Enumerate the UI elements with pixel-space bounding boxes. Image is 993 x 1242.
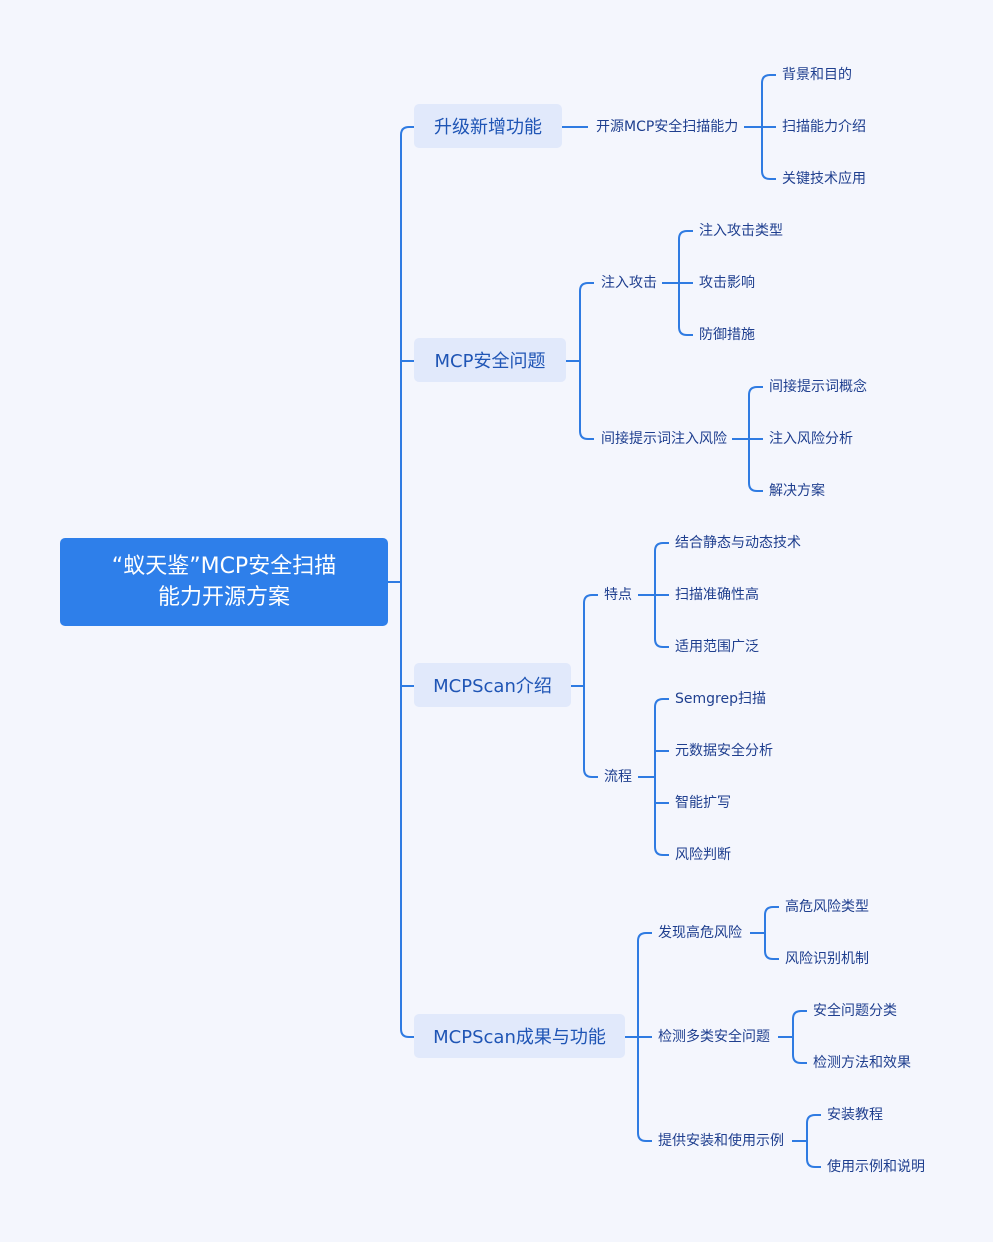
leaf-attack-impact[interactable]: 攻击影响 bbox=[699, 275, 755, 291]
topic-mcp-security-issues[interactable]: MCP安全问题 bbox=[414, 338, 566, 382]
topic-mcpscan-intro[interactable]: MCPScan介绍 bbox=[414, 663, 571, 707]
leaf-injection-risk-analysis[interactable]: 注入风险分析 bbox=[769, 431, 853, 447]
topic-upgrade-features[interactable]: 升级新增功能 bbox=[414, 104, 562, 148]
leaf-detection-methods[interactable]: 检测方法和效果 bbox=[813, 1055, 911, 1071]
leaf-defense-measures[interactable]: 防御措施 bbox=[699, 327, 755, 343]
leaf-metadata-analysis[interactable]: 元数据安全分析 bbox=[675, 743, 773, 759]
leaf-injection-types[interactable]: 注入攻击类型 bbox=[699, 223, 783, 239]
leaf-background-purpose[interactable]: 背景和目的 bbox=[782, 67, 852, 83]
leaf-static-dynamic[interactable]: 结合静态与动态技术 bbox=[675, 535, 801, 551]
leaf-usage-examples[interactable]: 使用示例和说明 bbox=[827, 1159, 925, 1175]
leaf-indirect-prompt-concept[interactable]: 间接提示词概念 bbox=[769, 379, 867, 395]
results-edge-branch-0 bbox=[637, 932, 652, 942]
leaf-semgrep-scan[interactable]: Semgrep扫描 bbox=[675, 691, 766, 707]
indirect-edge-branch-0 bbox=[748, 386, 763, 396]
results-edge-branch-2 bbox=[637, 1132, 652, 1142]
subtopic-multi-issue-detection[interactable]: 检测多类安全问题 bbox=[658, 1029, 770, 1045]
leaf-risk-judgement[interactable]: 风险判断 bbox=[675, 847, 731, 863]
leaf-scan-capability[interactable]: 扫描能力介绍 bbox=[782, 119, 866, 135]
leaf-risk-identification[interactable]: 风险识别机制 bbox=[785, 951, 869, 967]
process-edge-branch-3 bbox=[654, 846, 669, 856]
install-edge-branch-0 bbox=[806, 1114, 821, 1124]
topic-mcpscan-results[interactable]: MCPScan成果与功能 bbox=[414, 1014, 625, 1058]
features-edge-branch-0 bbox=[654, 542, 669, 552]
injection-edge-branch-0 bbox=[678, 230, 693, 240]
root-edge-branch-3 bbox=[400, 1028, 414, 1038]
install-edge-branch-1 bbox=[806, 1158, 821, 1168]
subtopic-install-usage-examples[interactable]: 提供安装和使用示例 bbox=[658, 1133, 784, 1149]
high-risk-edge-branch-1 bbox=[764, 950, 779, 960]
high-risk-edge-branch-0 bbox=[764, 906, 779, 916]
subtopic-features[interactable]: 特点 bbox=[604, 587, 632, 603]
indirect-edge-branch-2 bbox=[748, 482, 763, 492]
open-scan-edge-branch-0 bbox=[761, 74, 776, 84]
root-edge-branch-0 bbox=[400, 126, 414, 136]
open-scan-edge-branch-2 bbox=[761, 170, 776, 180]
process-edge-branch-0 bbox=[654, 698, 669, 708]
multi-issue-edge-branch-1 bbox=[792, 1054, 807, 1064]
leaf-solutions[interactable]: 解决方案 bbox=[769, 483, 825, 499]
subtopic-injection-attack[interactable]: 注入攻击 bbox=[601, 275, 657, 291]
subtopic-process[interactable]: 流程 bbox=[604, 769, 632, 785]
root-topic-line-2: 能力开源方案 bbox=[157, 585, 290, 610]
intro-edge-branch-1 bbox=[583, 768, 598, 778]
injection-edge-branch-2 bbox=[678, 326, 693, 336]
security-edge-branch-1 bbox=[579, 430, 594, 440]
root-topic[interactable]: “蚁天鉴”MCP安全扫描 能力开源方案 bbox=[60, 538, 388, 626]
leaf-install-tutorial[interactable]: 安装教程 bbox=[827, 1107, 883, 1123]
multi-issue-edge-branch-0 bbox=[792, 1010, 807, 1020]
leaf-wide-applicability[interactable]: 适用范围广泛 bbox=[675, 639, 759, 655]
subtopic-open-source-scan[interactable]: 开源MCP安全扫描能力 bbox=[596, 119, 739, 135]
features-edge-branch-2 bbox=[654, 638, 669, 648]
leaf-high-risk-types[interactable]: 高危风险类型 bbox=[785, 899, 869, 915]
leaf-smart-expansion[interactable]: 智能扩写 bbox=[675, 795, 731, 811]
subtopic-high-risk-found[interactable]: 发现高危风险 bbox=[658, 925, 742, 941]
security-edge-branch-0 bbox=[579, 282, 594, 292]
subtopic-indirect-prompt-risk[interactable]: 间接提示词注入风险 bbox=[601, 431, 727, 447]
intro-edge-branch-0 bbox=[583, 594, 598, 604]
leaf-high-accuracy[interactable]: 扫描准确性高 bbox=[675, 587, 759, 603]
leaf-key-tech[interactable]: 关键技术应用 bbox=[782, 171, 866, 187]
leaf-issue-classification[interactable]: 安全问题分类 bbox=[813, 1003, 897, 1019]
root-topic-line-1: “蚁天鉴”MCP安全扫描 bbox=[111, 554, 337, 579]
